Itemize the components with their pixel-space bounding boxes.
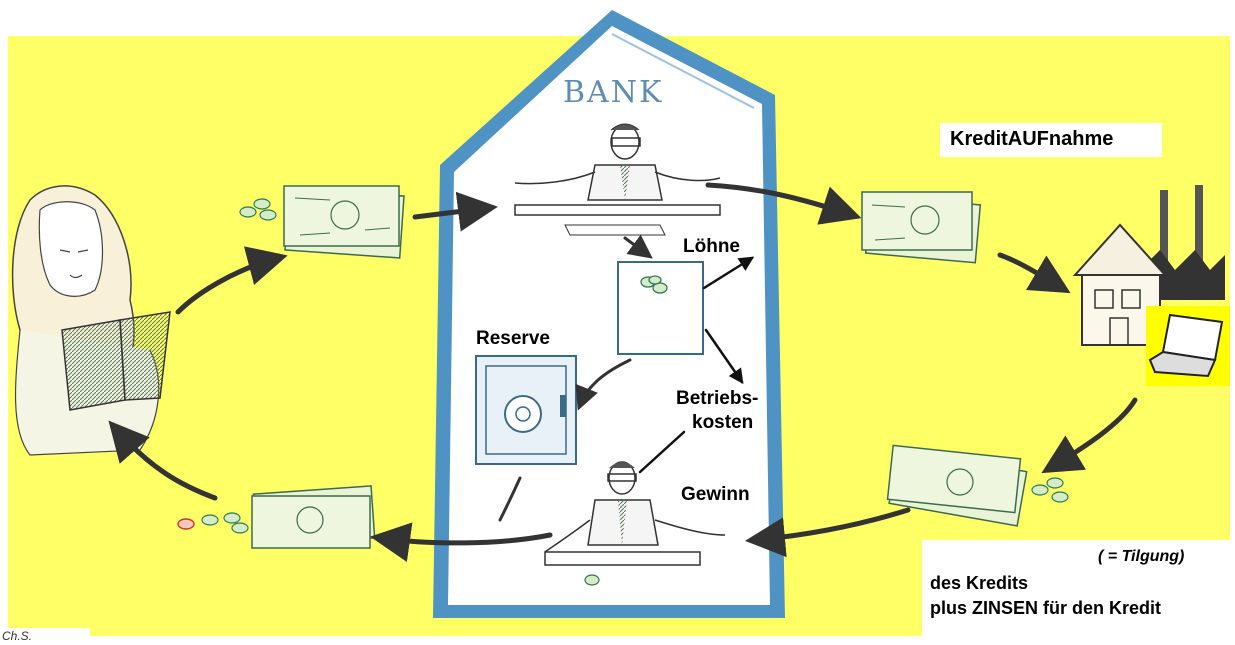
banknotes-top-right — [861, 191, 982, 264]
reserve-label: Reserve — [476, 328, 550, 349]
banker-bottom-illustration — [544, 461, 726, 586]
kredit-label-bg — [940, 123, 1162, 157]
banknotes-bottom-right — [886, 444, 1069, 527]
banker-top-illustration — [514, 123, 721, 236]
pointer-betriebskosten-to-banker — [638, 430, 686, 474]
bank-title: BANK — [563, 75, 664, 110]
arrow-safe-to-gewinn — [498, 476, 522, 522]
arrow-bank-to-notes-bottom — [370, 522, 553, 562]
thin-arrows — [638, 256, 755, 474]
arrow-notes-to-depositor — [108, 420, 218, 501]
arrow-bank-to-loan — [705, 182, 862, 225]
betriebskosten-label-line2: kosten — [692, 412, 754, 433]
money-pot-box — [617, 261, 704, 355]
safe-reserve-illustration — [475, 355, 577, 465]
arrow-desk-to-box — [623, 234, 653, 259]
flow-arrows — [108, 182, 1138, 562]
arrow-laptop-to-repayment — [1041, 397, 1138, 474]
des-kredits-label: des Kredits — [930, 573, 1029, 593]
tilgung-label: ( = Tilgung) — [1098, 548, 1185, 565]
betriebskosten-label-line1: Betriebs- — [676, 388, 759, 409]
arrow-box-to-safe — [575, 358, 632, 411]
signature-bg — [0, 628, 90, 645]
laptop-illustration — [1146, 306, 1230, 386]
arrow-to-loehne — [702, 256, 755, 290]
signature-label: Ch.S. — [2, 629, 33, 643]
loehne-label: Löhne — [683, 236, 740, 257]
kredit-aufnahme-label: KreditAUFnahme — [950, 128, 1114, 150]
arrow-depositor-to-notes — [175, 246, 288, 315]
arrow-notes-to-bank — [412, 191, 498, 232]
woman-reading-illustration — [11, 185, 171, 456]
plus-zinsen-label: plus ZINSEN für den Kredit — [930, 598, 1162, 618]
arrow-repayment-to-bank — [745, 507, 911, 558]
repayment-label-bg — [922, 540, 1235, 645]
arrow-to-betriebskosten — [704, 328, 744, 385]
banknotes-bottom-left — [177, 485, 376, 549]
gewinn-label: Gewinn — [681, 484, 750, 505]
arrow-loan-to-house — [997, 252, 1071, 294]
banknotes-top-left — [239, 185, 405, 259]
